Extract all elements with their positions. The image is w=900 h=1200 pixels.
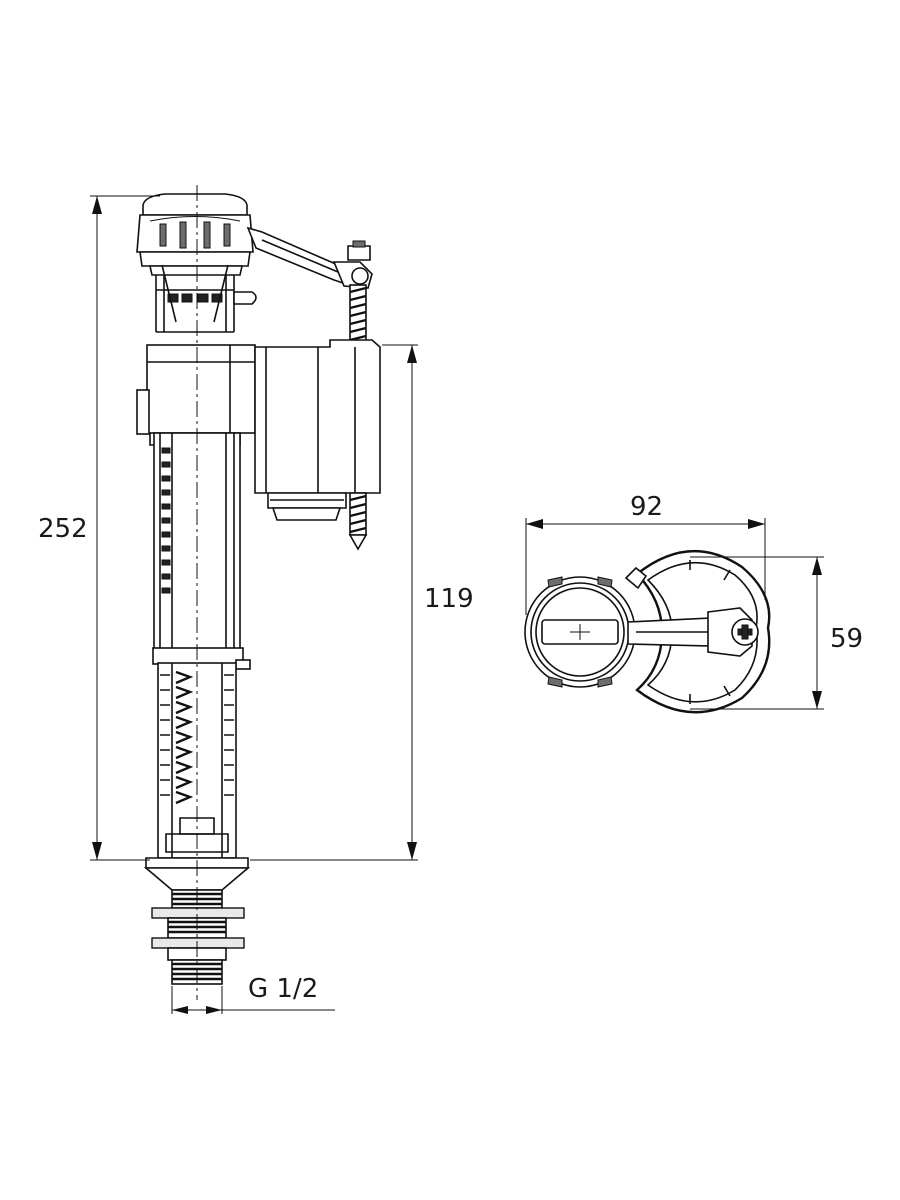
fill-valve-top-view (524, 550, 771, 714)
tube-perforations (161, 447, 171, 594)
valve-body (136, 344, 256, 446)
adjustment-threaded-rod-upper (349, 284, 367, 344)
dimension-total-height: 252 (38, 195, 160, 861)
threaded-shank (151, 889, 245, 985)
valve-head-top (524, 566, 648, 688)
valve-cage (155, 264, 257, 333)
height-adjust-teeth (160, 670, 234, 805)
fill-valve-side-view (136, 185, 381, 1000)
total-height-label: 252 (38, 514, 88, 544)
dimension-top-view-width: 92 (525, 492, 766, 615)
top-view-depth-label: 59 (830, 624, 863, 654)
thread-label: G 1/2 (248, 974, 318, 1004)
top-view-lever-arm (627, 607, 759, 657)
dimension-float-height: 119 (250, 344, 474, 861)
float-height-label: 119 (424, 584, 474, 614)
top-view-width-label: 92 (630, 492, 663, 522)
dimension-thread: G 1/2 (171, 974, 335, 1014)
riser-tube-upper (152, 432, 251, 670)
valve-cap (136, 193, 254, 276)
base-flange (143, 857, 251, 891)
float-lever-arm (246, 226, 373, 289)
float-box (254, 339, 381, 521)
dimension-top-view-depth: 59 (690, 556, 863, 710)
adjustment-threaded-rod-lower (348, 492, 368, 551)
